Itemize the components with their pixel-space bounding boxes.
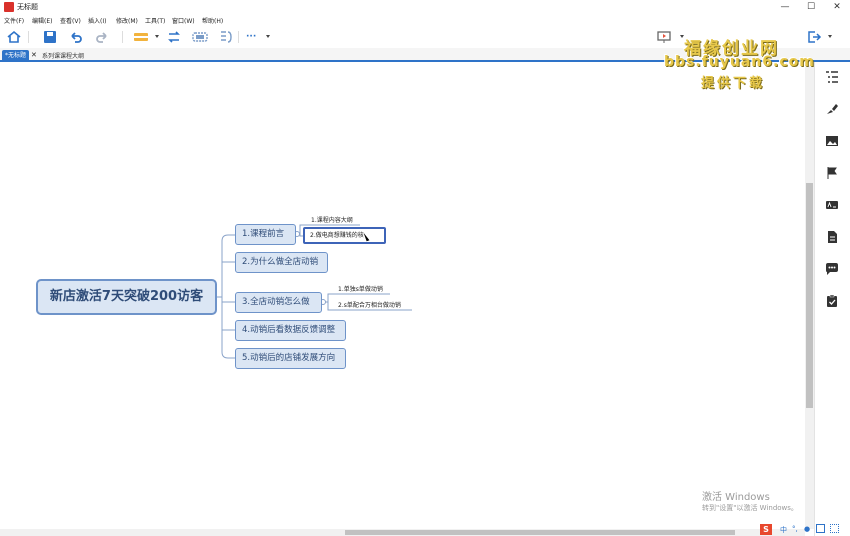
ime-tray: S 中 °, ● (760, 524, 850, 536)
image-icon[interactable] (825, 134, 839, 148)
close-button[interactable]: ✕ (833, 2, 841, 12)
outline-icon[interactable] (825, 70, 839, 84)
watermark-url: bbs.fuyuan6.com (664, 54, 815, 70)
menu-window[interactable]: 窗口(W) (172, 18, 195, 25)
boundary-icon[interactable] (192, 30, 208, 44)
menu-file[interactable]: 文件(F) (4, 18, 25, 25)
vertical-scrollbar[interactable] (805, 63, 814, 529)
title-bar: 无标题 — ☐ ✕ (0, 0, 850, 14)
toolbar-divider (122, 31, 123, 43)
mic-icon[interactable]: ● (804, 525, 811, 533)
tab-course-outline[interactable]: 系列课课程大纲 (42, 53, 85, 60)
window-title: 无标题 (17, 3, 38, 11)
watermark-subtitle: 提供下载 (701, 76, 766, 91)
branch-data-feedback[interactable]: 4.动销后看数据反馈调整 (235, 320, 346, 341)
activation-hint: 转到"设置"以激活 Windows。 (702, 504, 798, 512)
maximize-button[interactable]: ☐ (806, 2, 816, 12)
minimize-button[interactable]: — (780, 2, 790, 12)
horizontal-scrollbar[interactable] (0, 529, 805, 536)
grid-icon[interactable] (830, 524, 839, 533)
chevron-down-icon[interactable] (828, 35, 832, 38)
menu-edit[interactable]: 编辑(E) (32, 18, 53, 25)
scroll-thumb[interactable] (806, 183, 813, 408)
topic-icon[interactable] (133, 30, 149, 44)
save-icon[interactable] (42, 30, 58, 44)
summary-icon[interactable] (218, 30, 234, 44)
tab-label: *无标题 (5, 52, 27, 59)
comment-icon[interactable] (825, 262, 839, 276)
branch-development[interactable]: 5.动销后的店铺发展方向 (235, 348, 346, 369)
menu-help[interactable]: 帮助(H) (202, 18, 224, 25)
note-icon[interactable] (825, 230, 839, 244)
marker-flag-icon[interactable] (825, 166, 839, 180)
undo-icon[interactable] (68, 30, 84, 44)
sogou-icon[interactable]: S (760, 524, 772, 535)
subtopic-s-wanxiangtai[interactable]: 2.s单配合万相台做动销 (338, 302, 401, 309)
menu-insert[interactable]: 插入(I) (88, 18, 107, 25)
right-panel-bar (814, 62, 850, 536)
label-icon[interactable] (825, 198, 839, 212)
home-icon[interactable] (6, 30, 22, 44)
export-icon[interactable] (806, 30, 822, 44)
more-icon[interactable]: ··· (246, 32, 257, 42)
activation-title: 激活 Windows (702, 492, 770, 503)
watermark-title: 福缘创业网 (684, 39, 779, 59)
relation-icon[interactable] (166, 30, 182, 44)
chevron-down-icon[interactable] (680, 35, 684, 38)
keyboard-icon[interactable] (816, 524, 825, 533)
close-tab-icon[interactable]: ✕ (31, 51, 37, 59)
menu-modify[interactable]: 修改(M) (116, 18, 138, 25)
tab-untitled[interactable]: *无标题 (2, 50, 30, 62)
chevron-down-icon[interactable] (266, 35, 270, 38)
branch-course-intro[interactable]: 1.课程前言 (235, 224, 296, 245)
mindmap-root-topic[interactable]: 新店激活7天突破200访客 (36, 279, 217, 315)
toolbar-divider (238, 31, 239, 43)
menu-tools[interactable]: 工具(T) (145, 18, 166, 25)
branch-why-full-store[interactable]: 2.为什么做全店动销 (235, 252, 328, 273)
redo-icon[interactable] (94, 30, 110, 44)
document-tab-bar: *无标题 ✕ 系列课课程大纲 (0, 48, 850, 62)
toolbar: ··· (0, 26, 850, 48)
app-logo-icon (4, 2, 14, 12)
branch-how-full-store[interactable]: 3.全店动销怎么做 (235, 292, 322, 313)
menu-view[interactable]: 查看(V) (60, 18, 81, 25)
present-icon[interactable] (656, 30, 672, 44)
ime-mode[interactable]: 中 (780, 526, 787, 534)
toolbar-divider (28, 31, 29, 43)
menu-bar: 文件(F) 编辑(E) 查看(V) 插入(I) 修改(M) 工具(T) 窗口(W… (0, 14, 850, 26)
punctuation-icon[interactable]: °, (792, 525, 798, 533)
subtopic-outline[interactable]: 1.课程内容大纲 (311, 217, 353, 224)
format-brush-icon[interactable] (825, 102, 839, 116)
task-icon[interactable] (825, 294, 839, 308)
subtopic-selected[interactable]: 2.做电商想赚钱的核 (303, 227, 386, 244)
scroll-thumb[interactable] (345, 530, 735, 535)
subtopic-single-s[interactable]: 1.单独s单做动销 (338, 286, 383, 293)
chevron-down-icon[interactable] (155, 35, 159, 38)
